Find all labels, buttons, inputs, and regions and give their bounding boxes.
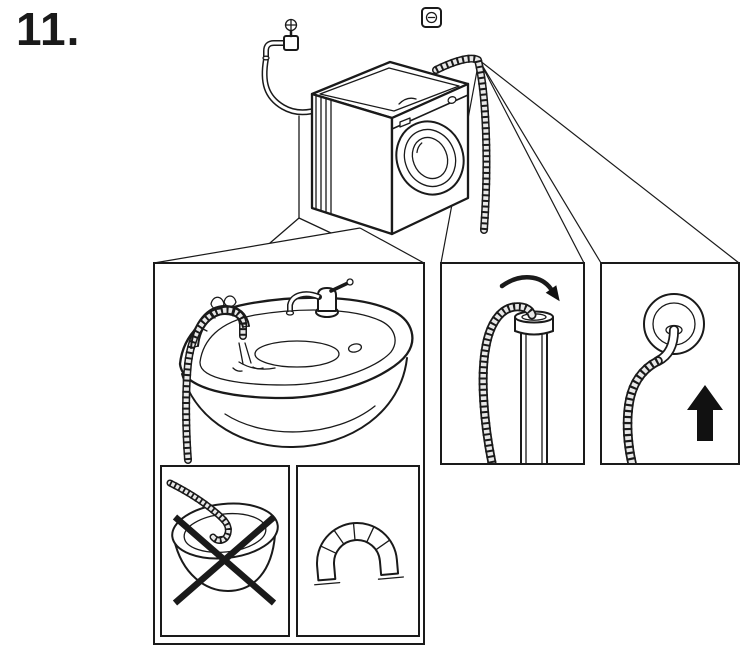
machine-side-face (310, 92, 394, 236)
screw-clip-icon (421, 7, 442, 28)
sink-tap-icon (285, 278, 354, 318)
overflow-hole (347, 343, 363, 353)
sink (178, 296, 414, 449)
drain-hose-into-standpipe (483, 307, 532, 463)
panel-sink-connection (153, 262, 425, 645)
standpipe-illustration (442, 275, 560, 464)
panel-wall-outlet-connection (600, 262, 740, 465)
washing-machine (310, 60, 470, 236)
up-arrow-icon (687, 385, 723, 441)
panel-standpipe-connection (440, 262, 585, 465)
hose-guide-on-rim (190, 295, 250, 349)
water-stream (232, 342, 264, 372)
room-corner-lines (269, 115, 332, 244)
curved-insert-arrow-icon (499, 275, 560, 302)
drain-hose-to-wall-outlet (628, 330, 674, 463)
bowl (171, 502, 279, 592)
cross-out-x-icon (172, 514, 277, 606)
standpipe (514, 310, 554, 464)
step-number: 11. (16, 3, 81, 55)
machine-side-hatching (315, 94, 332, 215)
panel-hose-guide (296, 465, 420, 637)
wall-outlet-flange (643, 293, 705, 355)
wall-outlet-illustration (602, 293, 723, 463)
water-tap-icon (262, 18, 299, 61)
sink-illustration (178, 278, 414, 465)
hose-guide-illustration (314, 522, 405, 586)
machine-door (395, 120, 465, 196)
control-knob (447, 96, 457, 104)
panel-incorrect-loose-hose (160, 465, 290, 637)
loose-hose-illustration (162, 467, 279, 606)
hose-guide-part (314, 522, 405, 586)
